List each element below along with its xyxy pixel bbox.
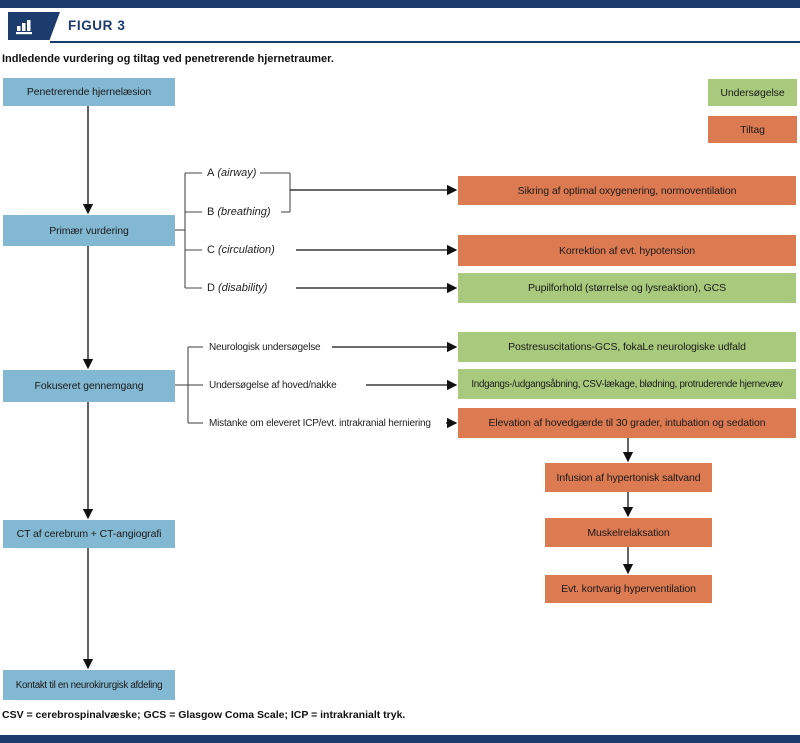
top-border-bar [0, 0, 800, 8]
focus-bracket [175, 346, 203, 424]
node-primaer-vurdering: Primær vurdering [3, 215, 175, 246]
abcd-bracket [175, 172, 291, 289]
bottom-border-bar [0, 735, 800, 743]
node-postresuscitations-gcs: Postresuscitations-GCS, fokaLe neurologi… [458, 332, 796, 362]
figure-label: FIGUR 3 [68, 18, 126, 33]
node-ct-cerebrum: CT af cerebrum + CT-angiografi [3, 520, 175, 548]
node-muskelrelaksation: Muskelrelaksation [545, 518, 712, 547]
node-penetrerende-hjernelaesion: Penetrerende hjernelæsion [3, 78, 175, 106]
node-indgangs-udgangsaabning: Indgangs-/udgangsåbning, CSV-lækage, blø… [458, 369, 796, 399]
node-sikring-oxygenering: Sikring af optimal oxygenering, normoven… [458, 176, 796, 205]
figure-caption: Indledende vurdering og tiltag ved penet… [2, 53, 334, 65]
abcd-term: (airway) [217, 167, 257, 179]
focus-arrows [332, 341, 458, 429]
abcd-letter: D [207, 282, 215, 294]
node-korrektion-hypotension: Korrektion af evt. hypotension [458, 235, 796, 266]
legend-tiltag: Tiltag [708, 116, 797, 143]
bar-chart-icon [16, 19, 32, 34]
legend-undersogelse: Undersøgelse [708, 79, 797, 106]
abbreviation-footnote: CSV = cerebrospinalvæske; GCS = Glasgow … [2, 709, 406, 721]
node-fokuseret-gennemgang: Fokuseret gennemgang [3, 370, 175, 402]
node-kortvarig-hyperventilation: Evt. kortvarig hyperventilation [545, 575, 712, 603]
abcd-letter: C [207, 244, 215, 256]
node-kontakt-neurokirurgisk: Kontakt til en neurokirurgisk afdeling [3, 670, 175, 700]
abcd-term: (circulation) [217, 244, 275, 256]
figure-badge [8, 12, 60, 40]
node-infusion-hypertonisk-saltvand: Infusion af hypertonisk saltvand [545, 463, 712, 492]
label-mistanke-eleveret-icp: Mistanke om eleveret ICP/evt. intrakrani… [207, 415, 433, 431]
header-divider [50, 41, 800, 43]
label-neurologisk-undersogelse: Neurologisk undersøgelse [207, 339, 323, 355]
abcd-term: (breathing) [217, 206, 271, 218]
node-elevation-hovedgaerde: Elevation af hovedgærde til 30 grader, i… [458, 408, 796, 438]
label-b-breathing: B (breathing) [205, 204, 273, 220]
label-undersogelse-hoved-nakke: Undersøgelse af hoved/nakke [207, 377, 339, 393]
abcd-letter: A [207, 167, 215, 179]
abcd-letter: B [207, 206, 215, 218]
label-d-disability: D (disability) [205, 280, 270, 296]
node-pupilforhold-gcs: Pupilforhold (størrelse og lysreaktion),… [458, 273, 796, 303]
label-c-circulation: C (circulation) [205, 242, 277, 258]
label-a-airway: A (airway) [205, 165, 259, 181]
abcd-term: (disability) [217, 282, 268, 294]
abcd-arrows [290, 184, 458, 294]
